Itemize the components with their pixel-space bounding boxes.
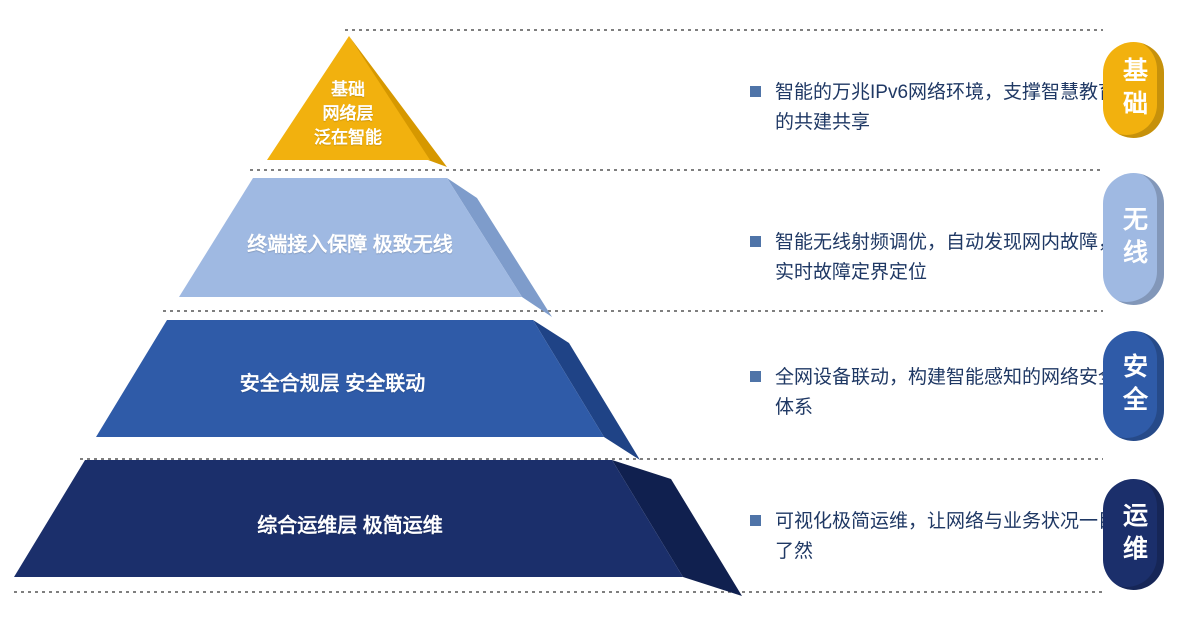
pyramid-layer-operations-front — [14, 460, 683, 577]
pyramid-layer-wireless-front — [179, 178, 522, 297]
badge-security: 安全 — [1103, 331, 1164, 441]
description-row: 智能的万兆IPv6网络环境，支撑智慧教育的共建共享 — [750, 78, 1118, 138]
pyramid-layer-operations-side — [612, 460, 742, 596]
description-row: 可视化极简运维，让网络与业务状况一目了然 — [750, 507, 1118, 567]
badge-wireless: 无线 — [1103, 173, 1164, 305]
layer-label-security: 安全合规层 安全联动 — [239, 373, 426, 395]
description-text: 智能的万兆IPv6网络环境，支撑智慧教育的共建共享 — [775, 82, 1118, 133]
description-text: 可视化极简运维，让网络与业务状况一目了然 — [775, 511, 1118, 562]
badge-operations: 运维 — [1103, 479, 1164, 590]
badge-wireless-label: 无线 — [1119, 206, 1148, 272]
description-row: 智能无线射频调优，自动发现网内故障，实时故障定界定位 — [750, 228, 1118, 288]
bullet-square-icon — [750, 236, 761, 247]
pyramid-layer-wireless-side — [447, 178, 552, 317]
bullet-square-icon — [750, 515, 761, 526]
badge-security-label: 安全 — [1119, 353, 1148, 419]
pyramid-layer-security-front — [96, 320, 604, 437]
bullet-square-icon — [750, 371, 761, 382]
badge-foundation: 基础 — [1103, 42, 1164, 138]
description-text: 全网设备联动，构建智能感知的网络安全体系 — [775, 367, 1118, 418]
description-text: 智能无线射频调优，自动发现网内故障，实时故障定界定位 — [775, 232, 1118, 283]
pyramid-layer-foundation-side — [349, 36, 447, 167]
layer-label-foundation: 基础 网络层 泛在智能 — [314, 80, 382, 147]
pyramid-layer-security-side — [533, 320, 640, 460]
bullet-square-icon — [750, 86, 761, 97]
layer-label-wireless: 终端接入保障 极致无线 — [247, 234, 453, 256]
badge-operations-label: 运维 — [1119, 501, 1148, 568]
layer-label-operations: 综合运维层 极简运维 — [257, 515, 443, 537]
pyramid-layer-foundation-front — [267, 36, 430, 160]
badge-foundation-label: 基础 — [1119, 57, 1148, 123]
description-row: 全网设备联动，构建智能感知的网络安全体系 — [750, 363, 1118, 423]
